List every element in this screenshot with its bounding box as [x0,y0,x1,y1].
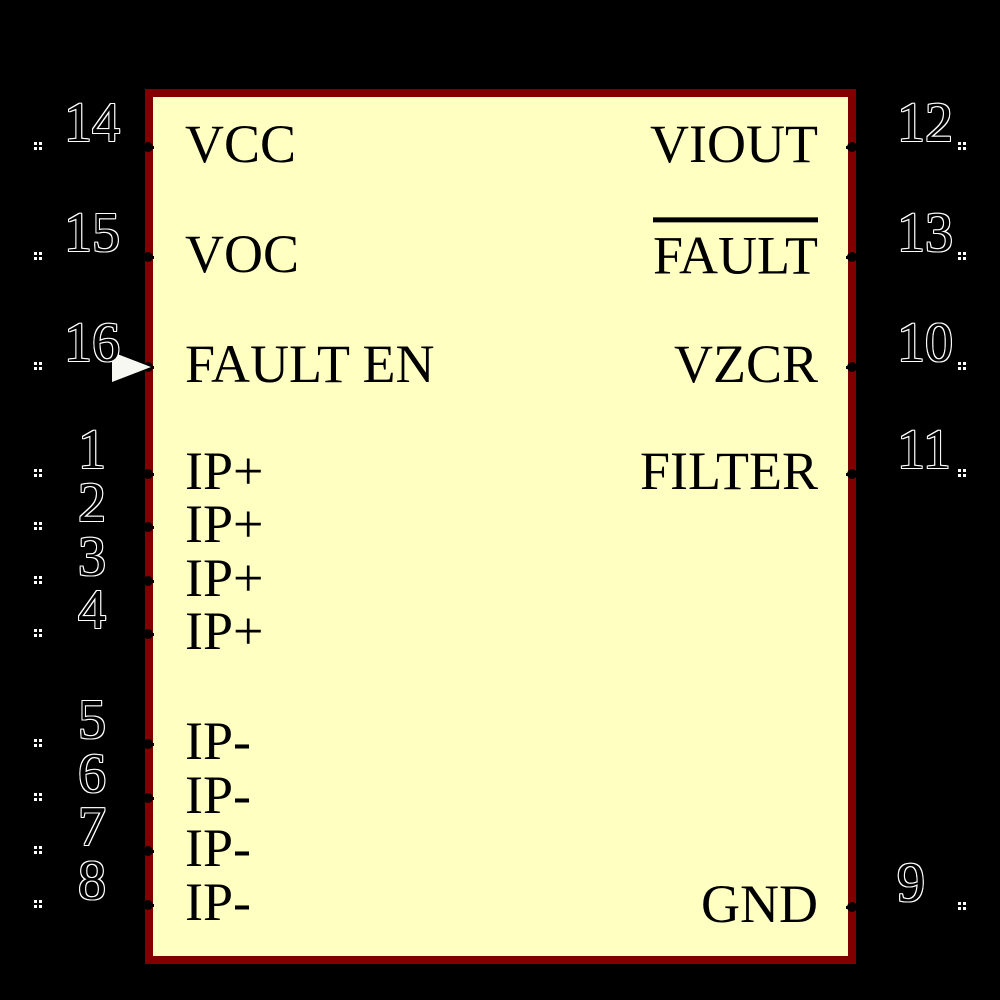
pin-endpoint-marker [34,900,37,903]
pin-endpoint-marker [34,362,37,365]
pin-label: FAULT [652,217,818,282]
pin-connection-dot [143,739,153,749]
pin-label: IP+ [185,493,264,554]
pin-label: FAULT EN [185,333,435,394]
pin-label: IP+ [185,600,264,661]
pin-wire [846,256,960,259]
pin-label-active-low: FAULT [652,217,818,282]
pin-label: IP- [185,817,251,878]
pin-label: VCC [185,113,297,174]
pin-number: 13 [897,202,953,264]
pin-wire [40,850,154,853]
component-body[interactable] [145,89,856,964]
pin-wire [846,906,960,909]
input-arrow-icon [112,352,151,382]
pin-wire [40,797,154,800]
pin-label: IP- [185,710,251,771]
pin-connection-dot [143,629,153,639]
pin-wire [40,904,154,907]
pin-wire [846,146,960,149]
pin-connection-dot [847,469,857,479]
pin-label: GND [701,873,818,934]
pin-label: IP- [185,764,251,825]
pin-connection-dot [143,142,153,152]
pin-wire [40,256,154,259]
pin-wire [40,526,154,529]
pin-label: VOC [185,223,300,284]
pin-label: IP+ [185,547,264,608]
pin-connection-dot [143,900,153,910]
pin-connection-dot [143,522,153,532]
pin-number: 8 [78,850,106,912]
pin-endpoint-marker [958,362,961,365]
pin-number: 15 [64,202,120,264]
pin-number: 7 [78,796,106,858]
pin-label: FILTER [639,440,818,501]
pin-endpoint-marker [34,576,37,579]
pin-endpoint-marker [34,252,37,255]
pin-label: VIOUT [650,113,818,174]
pin-endpoint-marker [34,739,37,742]
pin-number: 2 [78,472,106,534]
pin-endpoint-marker [34,522,37,525]
pin-endpoint-marker [34,793,37,796]
pin-connection-dot [847,362,857,372]
pin-endpoint-marker [958,902,961,905]
pin-number: 11 [897,419,951,481]
pin-wire [40,743,154,746]
pin-wire [846,473,960,476]
pin-wire [40,146,154,149]
pin-connection-dot [143,469,153,479]
pin-endpoint-marker [34,142,37,145]
pin-number: 16 [64,312,120,374]
pin-number: 4 [78,579,106,641]
pin-endpoint-marker [34,469,37,472]
pin-label: IP+ [185,440,264,501]
pin-label: IP- [185,871,251,932]
pin-connection-dot [143,846,153,856]
pin-endpoint-marker [34,629,37,632]
pin-connection-dot [847,142,857,152]
pin-connection-dot [143,576,153,586]
pin-endpoint-marker [958,252,961,255]
pin-wire [40,366,154,369]
pin-connection-dot [143,793,153,803]
pin-wire [846,366,960,369]
pin-label: VZCR [673,333,818,394]
pin-wire [40,580,154,583]
pin-endpoint-marker [34,846,37,849]
pin-endpoint-marker [958,142,961,145]
pin-wire [40,473,154,476]
pin-number: 9 [897,852,925,914]
pin-connection-dot [143,252,153,262]
pin-number: 6 [78,743,106,805]
pin-number: 3 [78,526,106,588]
pin-number: 5 [78,689,106,751]
pin-number: 1 [78,419,106,481]
pin-connection-dot [847,902,857,912]
pin-number: 12 [897,92,953,154]
pin-number: 10 [897,312,953,374]
pin-number: 14 [64,92,120,154]
pin-endpoint-marker [958,469,961,472]
pin-connection-dot [847,252,857,262]
pin-wire [40,633,154,636]
